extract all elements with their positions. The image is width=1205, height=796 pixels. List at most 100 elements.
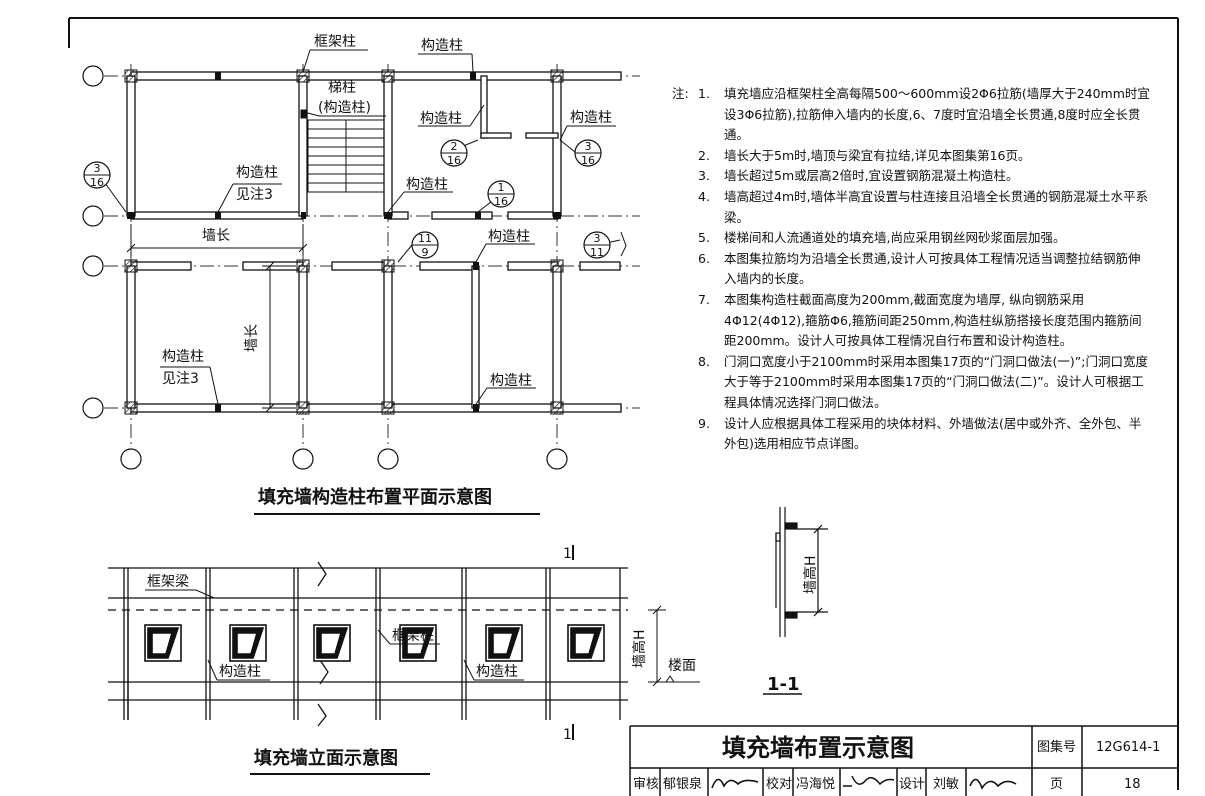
frame-columns <box>124 69 564 415</box>
detail-ref-num: 2 <box>451 140 458 153</box>
window-2 <box>229 624 267 662</box>
section-mark-bottom: 1 <box>563 727 572 743</box>
elevation-title: 填充墙立面示意图 <box>254 747 398 769</box>
note-text: 本图集拉筋均为沿墙全长贯通,设计人可按具体工程情况适当调整拉结钢筋伸入墙内的长度… <box>724 250 1141 287</box>
detail-ref-num: 1 <box>498 181 505 194</box>
note-number: 1. <box>698 86 710 101</box>
label-stair-column: 梯柱 <box>328 80 356 96</box>
detail-ref-den: 16 <box>90 176 104 189</box>
note-text: 墙高超过4m时,墙体半高宜设置与柱连接且沿墙全长贯通的钢筋混凝土水平系梁。 <box>724 188 1149 225</box>
label-see-note-3-bottom: 见注3 <box>162 371 199 387</box>
axis-bubble-row-a <box>82 65 104 87</box>
elevation-drawing: 框架梁 构造柱 框架柱 构造柱 1 1 墙高H 楼面 填充墙立面示意图 <box>108 545 700 775</box>
dimension-wall-length-h <box>126 224 308 256</box>
window-4 <box>399 624 437 662</box>
label-constructional-column-top: 构造柱 <box>421 38 463 54</box>
page-label: 页 <box>1050 777 1063 792</box>
plan-leaders <box>96 49 627 405</box>
plan-walls <box>126 71 622 413</box>
atlas-number: 12G614-1 <box>1096 740 1160 755</box>
note-item: 9. 设计人应根据具体工程采用的块体材料、外墙做法(居中或外齐、全外包、半外包)选… <box>672 414 1152 455</box>
detail-ref-num: 3 <box>594 232 601 245</box>
note-item: 3. 墙长超过5m或层高2倍时,宜设置钢筋混凝土构造柱。 <box>672 166 1152 187</box>
label-see-note-3-top: 见注3 <box>236 187 273 203</box>
constructional-columns <box>127 72 561 412</box>
note-prefix <box>672 146 698 167</box>
atlas-label: 图集号 <box>1037 739 1076 755</box>
plan-title: 填充墙构造柱布置平面示意图 <box>258 486 492 508</box>
note-number: 2. <box>698 147 710 163</box>
window-5 <box>485 624 523 662</box>
note-text: 门洞口宽度小于2100mm时采用本图集17页的“门洞口做法(一)”;门洞口宽度大… <box>724 353 1148 410</box>
note-prefix <box>672 166 698 187</box>
note-prefix: 注: <box>672 86 689 101</box>
label-constructional-column-left: 构造柱 <box>236 165 278 181</box>
detail-ref-den: 16 <box>447 154 461 167</box>
sheet-border <box>68 17 1179 790</box>
detail-ref-num: 11 <box>418 232 432 245</box>
axis-bubble-row-b <box>82 205 104 227</box>
note-text: 设计人应根据具体工程采用的块体材料、外墙做法(居中或外齐、全外包、半外包)选用相… <box>724 415 1142 452</box>
detail-ref-den: 11 <box>590 246 604 259</box>
window-3 <box>313 624 351 662</box>
section-1-1-drawing: 墙高H 1-1 <box>763 507 828 695</box>
axis-bubble-col-2 <box>292 448 314 470</box>
note-prefix <box>672 249 698 290</box>
note-item: 6. 本图集拉筋均为沿墙全长贯通,设计人可按具体工程情况适当调整拉结钢筋伸入墙内的… <box>672 249 1152 290</box>
notes-list: 注: 1. 填充墙应沿框架柱全高每隔500～600mm设2Φ6拉筋(墙厚大于240m… <box>672 84 1152 455</box>
check-label: 校对 <box>766 776 792 792</box>
note-number: 8. <box>698 353 710 369</box>
axis-bubble-col-4 <box>546 448 568 470</box>
note-item: 4. 墙高超过4m时,墙体半高宜设置与柱连接且沿墙全长贯通的钢筋混凝土水平系梁。 <box>672 187 1152 228</box>
label-wall-length-h: 墙长 <box>202 228 230 244</box>
label-elev-wall-height: 墙高H <box>631 629 648 668</box>
detail-ref-num: 3 <box>585 140 592 153</box>
detail-ref-2-16: 2 16 <box>440 139 468 167</box>
note-text: 墙长大于5m时,墙顶与梁宜有拉结,详见本图集第16页。 <box>724 147 1031 163</box>
detail-ref-3-16-right: 3 16 <box>574 139 602 167</box>
note-item: 7.本图集构造柱截面高度为200mm,截面宽度为墙厚, 纵向钢筋采用4Φ12(4… <box>672 290 1152 352</box>
plan-drawing: 3 16 2 16 3 16 1 16 11 9 <box>82 34 640 515</box>
note-item: 2. 墙长大于5m时,墙顶与梁宜有拉结,详见本图集第16页。 <box>672 146 1152 167</box>
label-constructional-column-bottom: 构造柱 <box>162 349 204 365</box>
page-number: 18 <box>1124 777 1141 792</box>
note-prefix <box>672 290 698 352</box>
note-item: 5. 楼梯间和人流通道处的填充墙,尚应采用钢丝网砂浆面层加强。 <box>672 228 1152 249</box>
label-elev-constructional-column-left: 构造柱 <box>219 664 261 680</box>
note-text: 填充墙应沿框架柱全高每隔500～600mm设2Φ6拉筋(墙厚大于240mm时宜设… <box>724 86 1150 143</box>
note-text: 楼梯间和人流通道处的填充墙,尚应采用钢丝网砂浆面层加强。 <box>724 230 1066 246</box>
note-number: 5. <box>698 230 710 246</box>
note-number: 6. <box>698 250 710 266</box>
label-stair-column-note: (构造柱) <box>318 100 371 116</box>
detail-ref-1-16: 1 16 <box>487 180 515 208</box>
check-signature <box>843 775 895 787</box>
section-title: 1-1 <box>767 674 800 695</box>
stair <box>300 109 385 193</box>
note-prefix <box>672 352 698 414</box>
label-wall-length-v: 墙长 <box>244 324 260 352</box>
check-name: 冯海悦 <box>796 777 835 792</box>
label-floor: 楼面 <box>668 658 696 674</box>
label-constructional-column-right: 构造柱 <box>570 110 612 126</box>
title-block-title: 填充墙布置示意图 <box>722 734 914 762</box>
note-number: 9. <box>698 415 710 431</box>
note-prefix <box>672 414 698 455</box>
label-elev-constructional-column-right: 构造柱 <box>476 664 518 680</box>
label-constructional-column-row-d: 构造柱 <box>490 373 532 389</box>
title-block: 填充墙布置示意图 图集号 12G614-1 审核 郁银泉 校对 冯海悦 设计 刘… <box>629 725 1178 796</box>
review-name: 郁银泉 <box>663 776 702 792</box>
note-text: 墙长超过5m或层高2倍时,宜设置钢筋混凝土构造柱。 <box>724 168 1019 184</box>
section-mark-top: 1 <box>563 546 572 562</box>
note-number: 4. <box>698 188 710 204</box>
note-number: 3. <box>698 168 710 184</box>
note-prefix <box>672 187 698 228</box>
label-elev-frame-column: 框架柱 <box>392 628 434 644</box>
axis-bubble-col-1 <box>120 448 142 470</box>
label-constructional-column-row-c: 构造柱 <box>488 229 530 245</box>
label-constructional-column-mid: 构造柱 <box>420 111 462 127</box>
axis-bubble-row-d <box>82 397 104 419</box>
window-6 <box>567 624 605 662</box>
note-text: 本图集构造柱截面高度为200mm,截面宽度为墙厚, 纵向钢筋采用4Φ12(4Φ1… <box>724 291 1142 349</box>
label-section-wall-height: 墙高H <box>802 555 819 594</box>
